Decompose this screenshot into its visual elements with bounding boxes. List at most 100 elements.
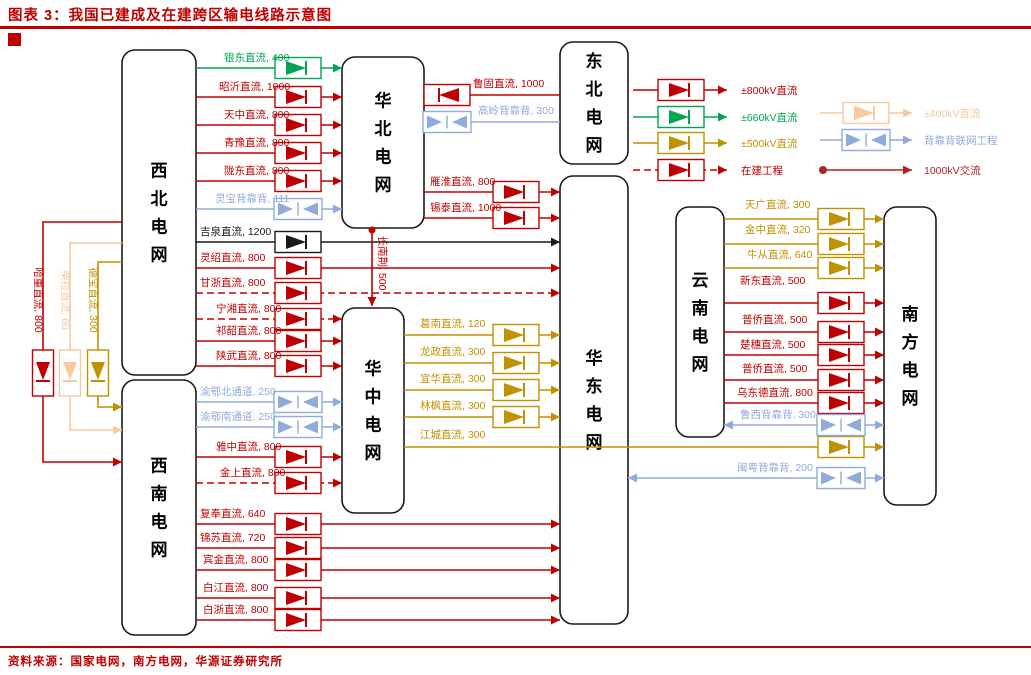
line-label: 闽粤背靠背, 200 xyxy=(737,461,813,474)
arrowhead-icon xyxy=(875,398,884,408)
arrowhead-icon xyxy=(333,361,342,371)
arrowhead-icon xyxy=(113,402,122,412)
arrowhead-icon xyxy=(551,358,560,368)
arrowhead-icon xyxy=(903,135,912,145)
converter-diode-icon xyxy=(423,83,471,107)
line-label: 楚穗直流, 500 xyxy=(740,338,806,351)
line-fufeng: 复奉直流, 640 xyxy=(196,507,560,536)
converter-diode-icon xyxy=(817,232,865,256)
line-changnanjing: 长南荆, 500 xyxy=(367,226,389,306)
corner-marker xyxy=(8,33,21,46)
line-label: 宁湘直流, 800 xyxy=(216,302,282,315)
arrowhead-icon xyxy=(551,385,560,395)
back-to-back-icon xyxy=(273,197,323,221)
arrowhead-icon xyxy=(333,204,342,214)
arrowhead-icon xyxy=(875,375,884,385)
grid-box-label: 北 xyxy=(151,190,168,209)
converter-diode-icon xyxy=(274,471,322,495)
line-label: 新东直流, 500 xyxy=(740,274,806,287)
grid-box-label: 网 xyxy=(365,444,382,463)
grid-box-label: 电 xyxy=(692,326,709,346)
line-chaila: 柴拉直流, 60 xyxy=(58,242,122,435)
arrowhead-icon xyxy=(333,120,342,130)
back-to-back-icon xyxy=(816,413,866,437)
line-wudongde: 乌东德直流, 800 xyxy=(724,386,884,415)
legend-item-3: 在建工程 xyxy=(633,158,783,182)
line-puqiao2: 普侨直流, 500 xyxy=(724,362,884,392)
line-label: 牛从直流, 640 xyxy=(747,248,813,261)
grid-box-label: 网 xyxy=(151,541,168,560)
line-label: 雅中直流, 800 xyxy=(216,440,282,453)
line-niucong: 牛从直流, 640 xyxy=(724,248,884,280)
line-qingyu: 青豫直流, 800 xyxy=(196,136,342,165)
arrowhead-icon xyxy=(718,138,727,148)
legend-item-4: ±400kV直流 xyxy=(820,101,981,125)
line-jiangcheng: 江城直流, 300 xyxy=(404,428,884,459)
arrowhead-icon xyxy=(333,422,342,432)
arrowhead-icon xyxy=(875,473,884,483)
converter-diode-icon xyxy=(842,101,890,125)
line-label: 银东直流, 400 xyxy=(224,51,290,64)
converter-diode-icon xyxy=(86,349,110,397)
converter-diode-icon xyxy=(492,351,540,375)
line-label: 江城直流, 300 xyxy=(420,428,486,441)
grid-box-label: 南 xyxy=(151,484,168,504)
arrowhead-icon xyxy=(333,397,342,407)
arrowhead-icon xyxy=(718,112,727,122)
converter-diode-icon xyxy=(274,329,322,353)
grid-box-label: 东 xyxy=(586,51,603,71)
line-yuenan: 渝鄂南通道, 250 xyxy=(196,410,342,439)
line-luxi: 鲁西背靠背, 300 xyxy=(724,408,884,437)
line-shaanwu: 陕武直流, 800 xyxy=(196,349,342,378)
arrowhead-icon xyxy=(551,288,560,298)
line-xindong: 新东直流, 500 xyxy=(724,274,884,315)
arrowhead-icon xyxy=(875,239,884,249)
converter-diode-icon xyxy=(274,230,322,254)
line-label: 白江直流, 800 xyxy=(203,581,269,594)
converter-diode-icon xyxy=(817,391,865,415)
line-label: 复奉直流, 640 xyxy=(200,507,266,520)
converter-diode-icon xyxy=(657,158,705,182)
grid-box-label: 华 xyxy=(365,359,382,379)
arrowhead-icon xyxy=(551,187,560,197)
arrowhead-icon xyxy=(875,263,884,273)
back-to-back-icon xyxy=(273,415,323,439)
arrowhead-icon xyxy=(718,165,727,175)
line-baizhe: 白浙直流, 800 xyxy=(196,603,560,632)
line-label: 锡泰直流, 1000 xyxy=(430,201,501,214)
converter-diode-icon xyxy=(274,608,322,632)
grid-box-label: 华 xyxy=(586,348,603,368)
grid-box-label: 电 xyxy=(151,512,168,532)
line-ganzhe: 甘浙直流, 800 xyxy=(196,276,560,305)
line-label: 陇东直流, 800 xyxy=(224,164,290,177)
footer-rule xyxy=(0,646,1031,648)
arrowhead-icon xyxy=(551,519,560,529)
converter-diode-icon xyxy=(274,512,322,536)
legend-item-0: ±800kV直流 xyxy=(633,78,798,102)
line-label: 陕武直流, 800 xyxy=(216,349,282,362)
grid-box-label: 电 xyxy=(375,147,392,167)
converter-diode-icon xyxy=(817,256,865,280)
line-puqiao1: 普侨直流, 500 xyxy=(724,313,884,344)
arrowhead-icon xyxy=(875,420,884,430)
arrowhead-icon xyxy=(875,350,884,360)
arrowhead-icon xyxy=(875,298,884,308)
figure-title: 图表 3：我国已建成及在建跨区输电线路示意图 xyxy=(8,8,333,24)
grid-box-label: 方 xyxy=(902,332,919,352)
line-label: 昭沂直流, 1000 xyxy=(219,80,290,93)
arrowhead-icon xyxy=(551,213,560,223)
arrowhead-icon xyxy=(551,593,560,603)
converter-diode-icon xyxy=(274,56,322,80)
ac-node-dot-icon xyxy=(819,166,827,174)
arrowhead-icon xyxy=(333,176,342,186)
arrowhead-icon xyxy=(113,457,122,467)
line-label: ±800kV直流 xyxy=(741,84,798,97)
converter-diode-icon xyxy=(492,378,540,402)
grid-box-label: 南 xyxy=(902,304,919,324)
converter-diode-icon xyxy=(274,307,322,331)
grid-box-label: 电 xyxy=(586,107,603,127)
arrowhead-icon xyxy=(551,330,560,340)
